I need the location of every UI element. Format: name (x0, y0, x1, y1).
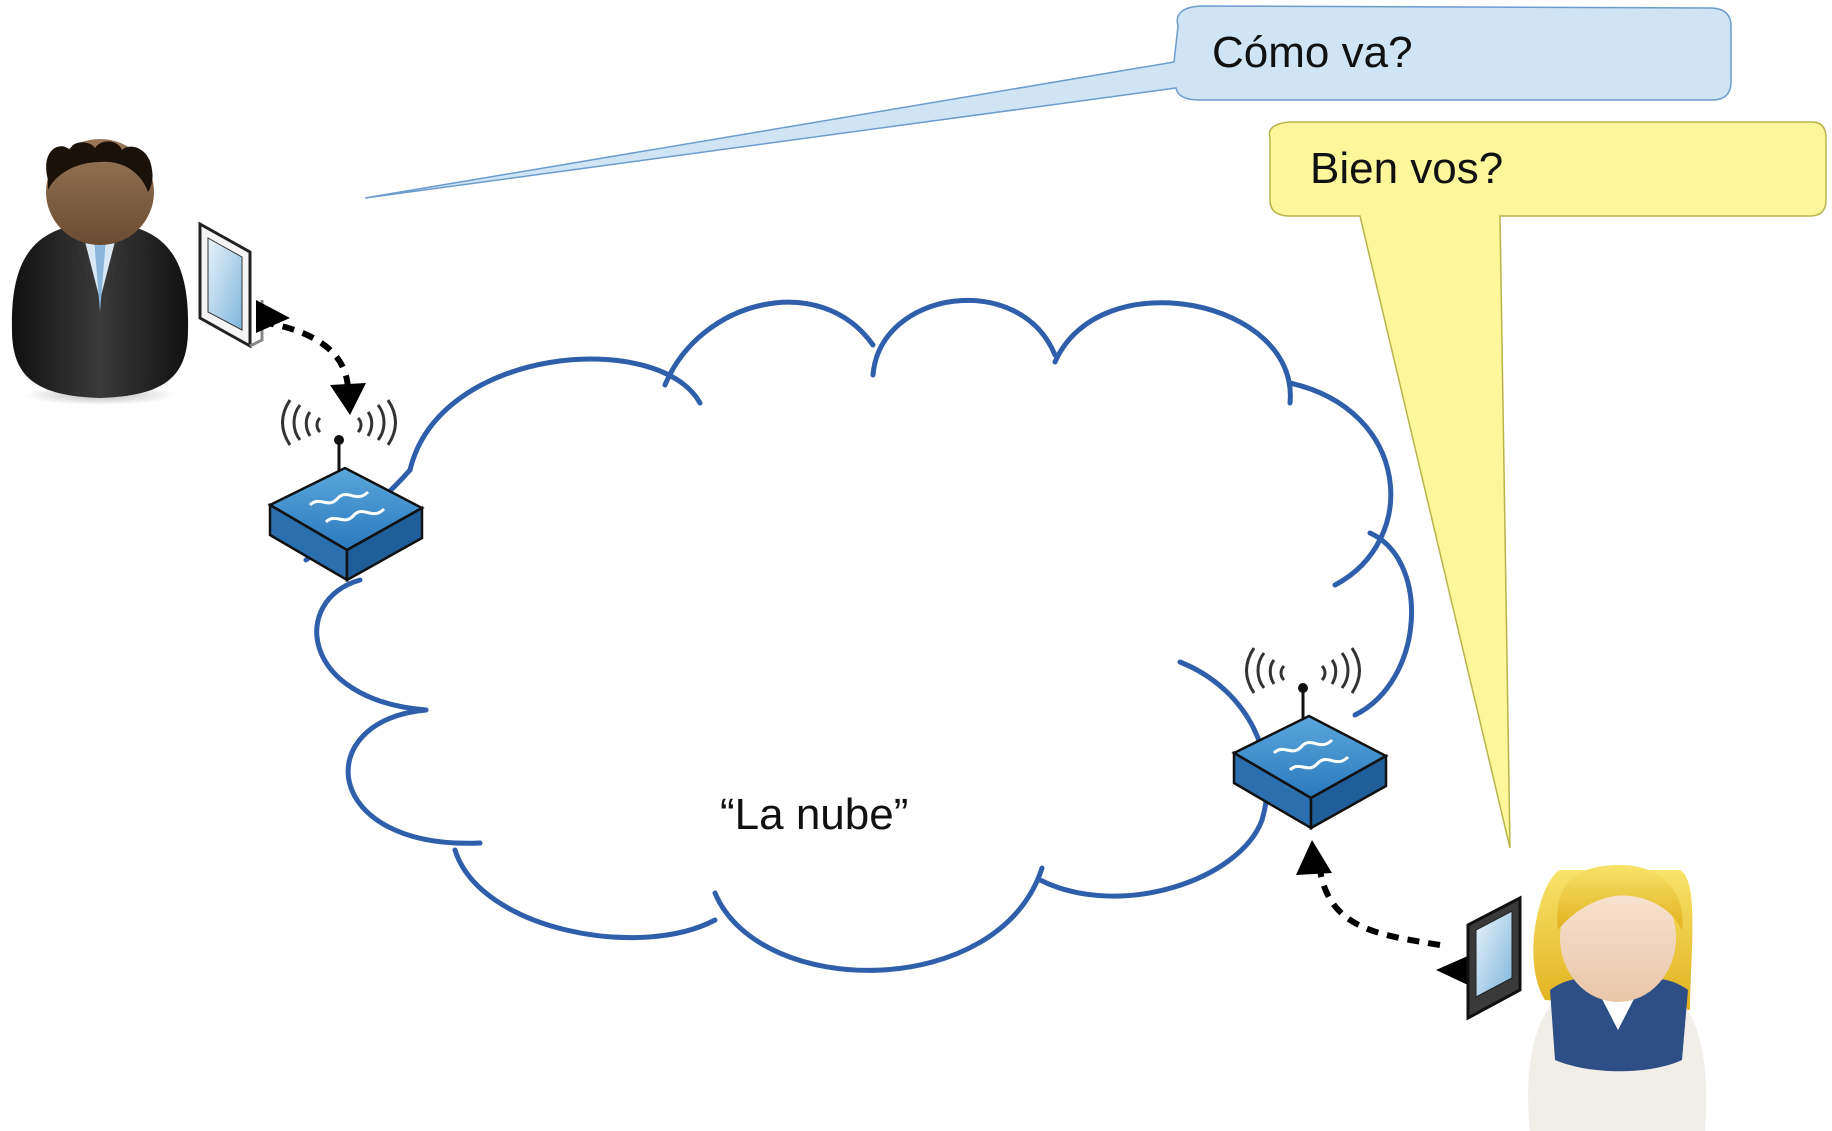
speech-bubble-man (364, 5, 1732, 199)
man-user-icon (11, 139, 189, 405)
dashed-arrow-woman (1296, 840, 1470, 985)
speech-bubble-woman (1268, 121, 1827, 849)
wireless-router-icon (1231, 647, 1389, 831)
tablet-icon (198, 221, 264, 349)
tablet-icon (1466, 895, 1522, 1021)
cloud-network (303, 297, 1415, 973)
bubble-text-man: Cómo va? (1212, 28, 1413, 77)
dashed-arrow-man (256, 300, 366, 415)
bubble-text-woman: Bien vos? (1310, 144, 1504, 193)
cloud-label: “La nube” (720, 790, 909, 839)
wireless-router-icon (267, 399, 425, 583)
woman-user-icon (1528, 865, 1707, 1131)
